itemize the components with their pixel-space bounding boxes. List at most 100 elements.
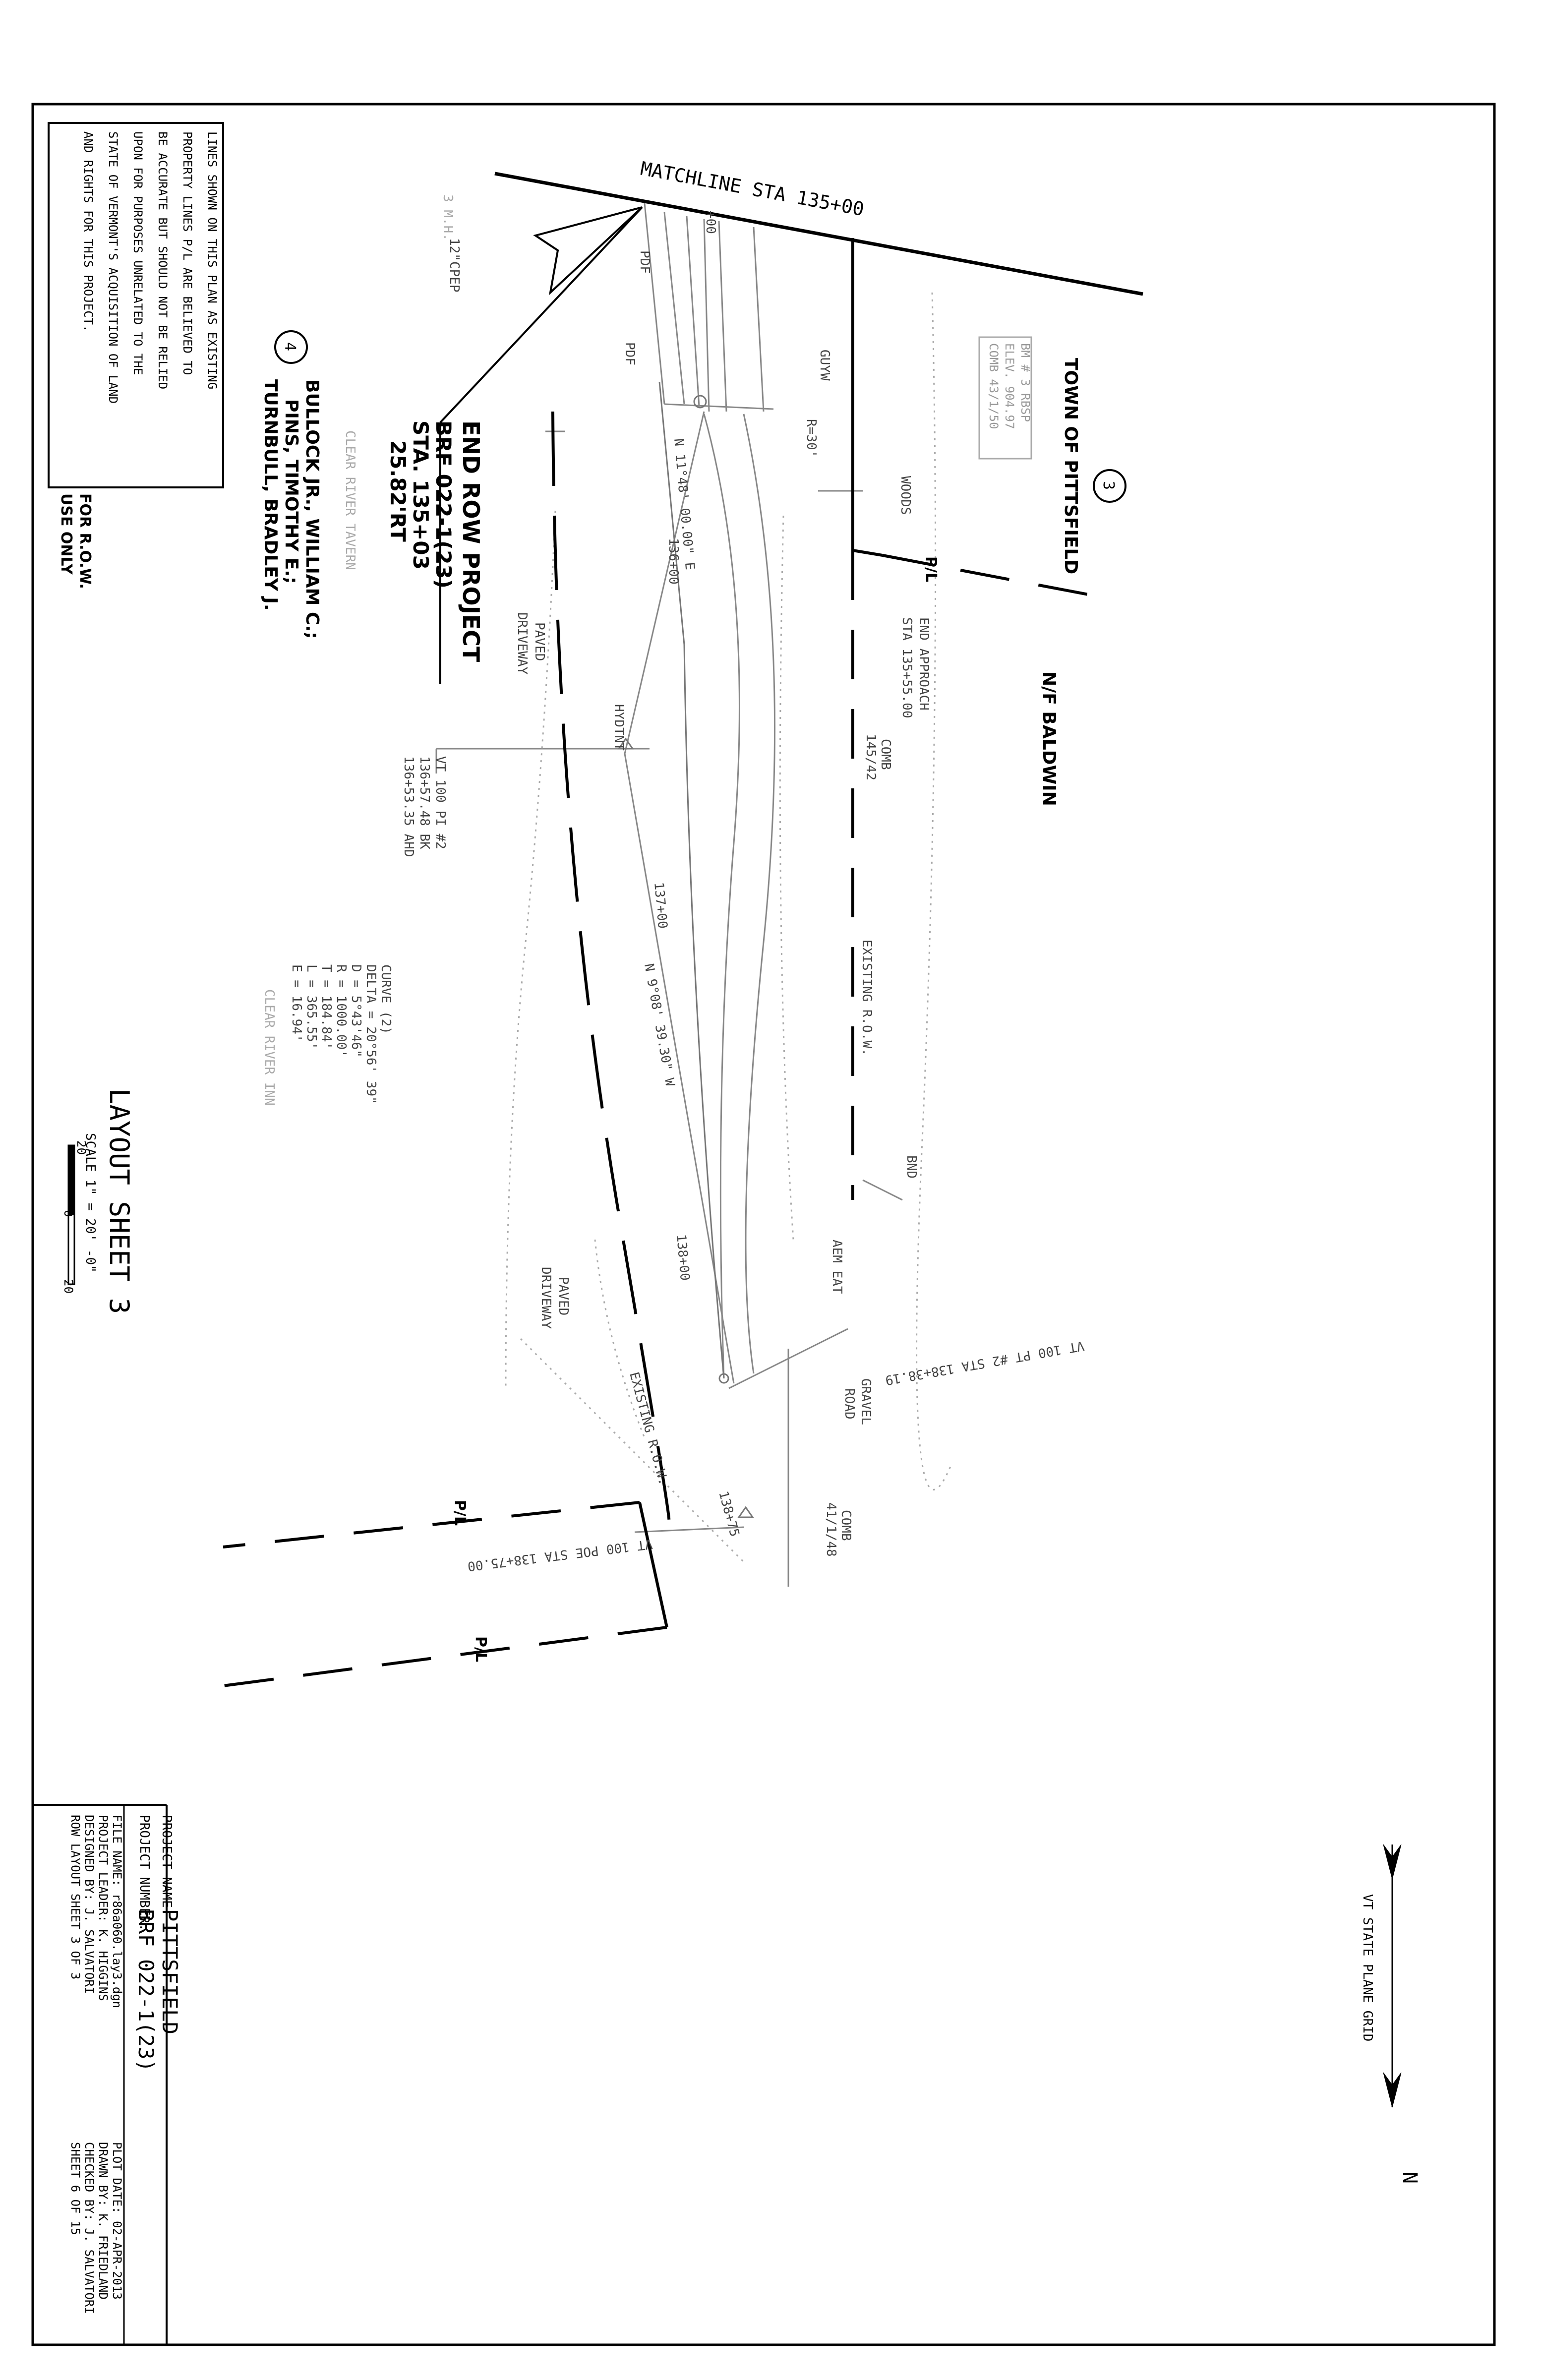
curve-l: L = 365.55' [304, 964, 319, 1050]
pi-label-1: VT 100 PI #2 [433, 756, 448, 849]
plot-date: PLOT DATE: 02-APR-2013 [110, 2142, 124, 2300]
end-row-callout: END ROW PROJECT BRF 022-1(23) STA. 135+0… [386, 420, 484, 662]
parcel-4-owner-1: BULLOCK JR., WILLIAM C.; [302, 379, 322, 639]
note-line-2: PROPERTY LINES P/L ARE BELIEVED TO [180, 131, 194, 375]
scale-tick-2: 0 [61, 1210, 75, 1217]
drawn-by: DRAWN BY: K. FRIEDLAND [96, 2142, 110, 2300]
paved-driveway-2: DRIVEWAY [515, 612, 530, 675]
layout-title: LAYOUT SHEET 3 SCALE 1" = 20' -0" 20 0 2… [61, 1088, 135, 1314]
row-use-line-1: FOR R.O.W. [76, 493, 94, 589]
note-line-4: UPON FOR PURPOSES UNRELATED TO THE [131, 131, 145, 375]
parcel-3-number: 3 [1100, 481, 1117, 490]
sheet-number: SHEET 6 OF 15 [68, 2142, 82, 2235]
sheet-name: ROW LAYOUT SHEET 3 OF 3 [68, 1815, 82, 1979]
station-13875: 138+75 [715, 1489, 742, 1538]
curve-r: R = 1000.00' [334, 964, 349, 1058]
smh-label: 3 M.H. [440, 194, 455, 241]
note-line-6: AND RIGHTS FOR THIS PROJECT. [81, 131, 95, 332]
aem-label: AEM EAT [830, 1240, 844, 1294]
layout-sheet-title: LAYOUT SHEET 3 [104, 1088, 135, 1314]
curve-e: E = 16.94' [289, 964, 304, 1042]
curve-label: CURVE (2) [378, 964, 393, 1034]
gravel-road-1: GRAVEL [858, 1378, 873, 1425]
station-plus00: +00 [703, 211, 718, 234]
row-lines [223, 238, 1091, 1687]
note-line-1: LINES SHOWN ON THIS PLAN AS EXISTING [205, 131, 219, 389]
parcel-4: 4 BULLOCK JR., WILLIAM C.; PINS, TIMOTHY… [260, 330, 322, 639]
parcel-3-owner: TOWN OF PITTSFIELD [1061, 358, 1081, 574]
title-block: PROJECT NAME: PITTSFIELD PROJECT NUMBER:… [33, 1804, 182, 2345]
woods-label: WOODS [898, 476, 913, 515]
scale-tick-3: 20 [61, 1279, 75, 1294]
checked-by: CHECKED BY: J. SALVATORI [82, 2142, 96, 2314]
matchline-label: MATCHLINE STA 135+00 [639, 158, 866, 221]
existing-row-1: EXISTING R.O.W. [859, 940, 874, 1056]
end-approach-2: STA 135+55.00 [899, 617, 914, 718]
benchmark-line-3: COMB 43/1/50 [987, 343, 1001, 429]
station-136: 136+00 [666, 538, 681, 585]
gravel-road-2: ROAD [842, 1388, 857, 1420]
project-number-label: PROJECT NUMBER: [137, 1815, 152, 1931]
alignment [617, 381, 754, 1518]
pl-label-1: P/L [922, 556, 940, 582]
pl-labels: P/L P/L P/L [451, 556, 940, 1662]
north-label: N [1398, 2172, 1421, 2184]
curve-delta: DELTA = 20°56' 39" [363, 964, 378, 1104]
north-arrow: VT STATE PLANE GRID N [1360, 1844, 1421, 2184]
bnd-label: BND [904, 1155, 919, 1179]
paved-driveway-3: PAVED [556, 1277, 571, 1315]
pl-label-2: P/L [451, 1500, 469, 1526]
comb-2b: 41/1/48 [824, 1502, 838, 1557]
paved-driveway-1: PAVED [532, 622, 547, 661]
benchmark-line-2: ELEV. 904.97 [1003, 343, 1016, 429]
project-leader: PROJECT LEADER: K. HIGGINS [96, 1815, 110, 2001]
radius-label: R=30' [804, 419, 819, 458]
end-row-station: STA. 135+03 [409, 420, 433, 570]
existing-linework [435, 203, 903, 1587]
scale-bar: 20 0 20 [61, 1140, 88, 1294]
hydrant-label: HYDTNT [611, 704, 626, 751]
comb-2a: COMB [838, 1510, 853, 1541]
pl-label-3: P/L [472, 1636, 489, 1662]
station-138: 138+00 [673, 1234, 692, 1281]
parcel-3: 3 TOWN OF PITTSFIELD N/F BALDWIN [1039, 358, 1126, 806]
poe-label: VT 100 POE STA 138+75.00 [467, 1536, 653, 1574]
pdf-label-1: PDF [637, 250, 652, 274]
curve-d: D = 5°43'46" [349, 964, 363, 1058]
layout-scale: SCALE 1" = 20' -0" [83, 1133, 98, 1273]
sheet-border [31, 103, 1496, 2346]
nf-baldwin: N/F BALDWIN [1039, 671, 1059, 806]
project-name-label: PROJECT NAME: [159, 1815, 174, 1916]
pdf-label-2: PDF [622, 342, 637, 365]
disclaimer-note: LINES SHOWN ON THIS PLAN AS EXISTING PRO… [48, 122, 224, 589]
benchmark-line-1: BM # 3 RBSP [1018, 343, 1032, 422]
paved-driveway-4: DRIVEWAY [538, 1267, 553, 1329]
end-row-offset: 25.82'RT [386, 440, 410, 542]
note-line-5: STATE OF VERMONT'S ACQUISITION OF LAND [106, 131, 120, 404]
pi-label-3: 136+53.35 AHD [401, 756, 416, 857]
benchmark: BM # 3 RBSP ELEV. 904.97 COMB 43/1/50 [978, 336, 1032, 460]
file-name: FILE NAME: r86a060.lay3.dgn [110, 1815, 124, 2008]
scale-tick-1: 20 [74, 1140, 88, 1155]
cpep-label: 12"CPEP [447, 238, 462, 293]
parcel-4-owner-2: PINS, TIMOTHY E.; [281, 399, 301, 584]
note-line-3: BE ACCURATE BUT SHOULD NOT BE RELIED [156, 131, 170, 389]
end-row-project: BRF 022-1(23) [431, 420, 456, 589]
clear-river-inn: CLEAR RIVER INN [262, 989, 277, 1106]
clear-river-tavern: CLEAR RIVER TAVERN [343, 430, 357, 570]
guyw-label: GUYW [817, 350, 832, 381]
grid-label: VT STATE PLANE GRID [1360, 1894, 1375, 2041]
curve-t: T = 184.84' [319, 964, 334, 1050]
comb-1a: COMB [878, 739, 893, 770]
project-number: BRF 022-1(23) [134, 1909, 158, 2072]
end-row-leader [439, 206, 643, 684]
parcel-4-owner-3: TURNBULL, BRADLEY J. [260, 379, 281, 611]
end-row-title: END ROW PROJECT [458, 420, 484, 662]
pt-label: VT 100 PT #2 STA 138+38.19 [884, 1338, 1085, 1387]
dotted-features [505, 292, 953, 1563]
parcel-4-number: 4 [281, 342, 298, 351]
annotations: END APPROACH STA 135+55.00 VT 100 PI #2 … [262, 194, 1085, 1574]
project-name: PITTSFIELD [158, 1909, 182, 2034]
comb-1b: 145/42 [863, 734, 878, 780]
